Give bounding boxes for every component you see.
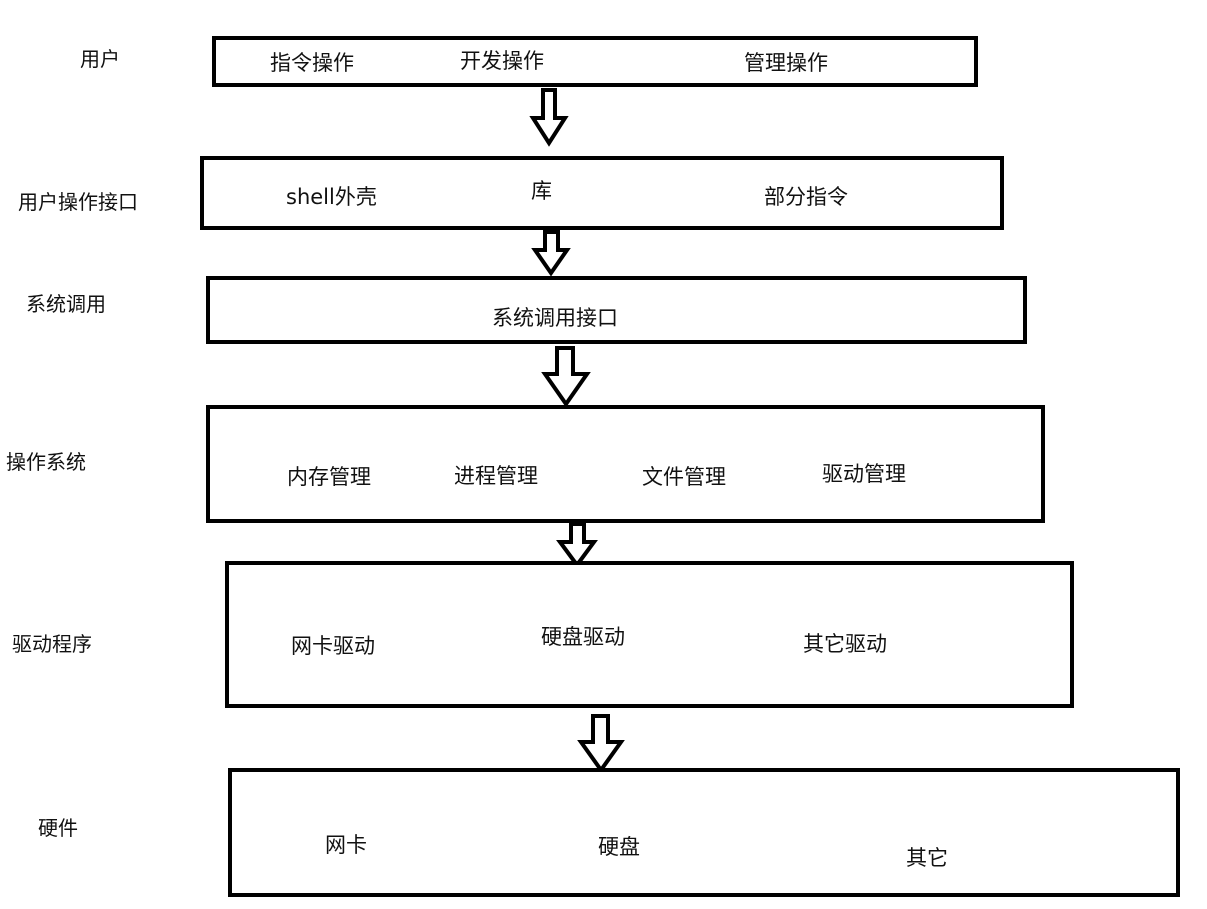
layer-label-syscall: 系统调用	[26, 292, 106, 316]
item-other: 其它	[906, 846, 948, 870]
item-file-mgmt: 文件管理	[642, 465, 726, 489]
item-nic: 网卡	[325, 833, 367, 857]
layer-box-syscall: 系统调用接口	[206, 276, 1027, 344]
down-arrow-icon	[531, 230, 571, 277]
item-driver-mgmt: 驱动管理	[822, 462, 906, 486]
layer-box-hardware: 网卡 硬盘 其它	[228, 768, 1180, 897]
layer-label-drivers: 驱动程序	[12, 632, 92, 656]
down-arrow-icon	[529, 88, 569, 147]
item-library: 库	[531, 179, 552, 203]
item-admin-ops: 管理操作	[744, 51, 828, 75]
item-nic-driver: 网卡驱动	[291, 634, 375, 658]
layer-box-os: 内存管理 进程管理 文件管理 驱动管理	[206, 405, 1045, 523]
down-arrow-icon	[556, 522, 598, 569]
layer-label-user-interface: 用户操作接口	[18, 190, 138, 214]
item-disk-driver: 硬盘驱动	[541, 625, 625, 649]
item-memory-mgmt: 内存管理	[287, 465, 371, 489]
down-arrow-icon	[541, 346, 591, 408]
item-disk: 硬盘	[598, 835, 640, 859]
item-dev-ops: 开发操作	[460, 49, 544, 73]
layer-label-user: 用户	[80, 47, 120, 71]
layer-box-user-interface: shell外壳 库 部分指令	[200, 156, 1004, 230]
item-syscall-interface: 系统调用接口	[492, 306, 618, 330]
layer-label-hardware: 硬件	[38, 816, 78, 840]
layer-box-user: 指令操作 开发操作 管理操作	[212, 36, 978, 87]
item-shell: shell外壳	[286, 185, 377, 209]
layer-label-os: 操作系统	[6, 450, 86, 474]
down-arrow-icon	[577, 714, 625, 774]
item-command-ops: 指令操作	[270, 51, 354, 75]
item-other-driver: 其它驱动	[803, 632, 887, 656]
item-partial-commands: 部分指令	[764, 185, 848, 209]
item-process-mgmt: 进程管理	[454, 464, 538, 488]
layer-box-drivers: 网卡驱动 硬盘驱动 其它驱动	[225, 561, 1074, 708]
